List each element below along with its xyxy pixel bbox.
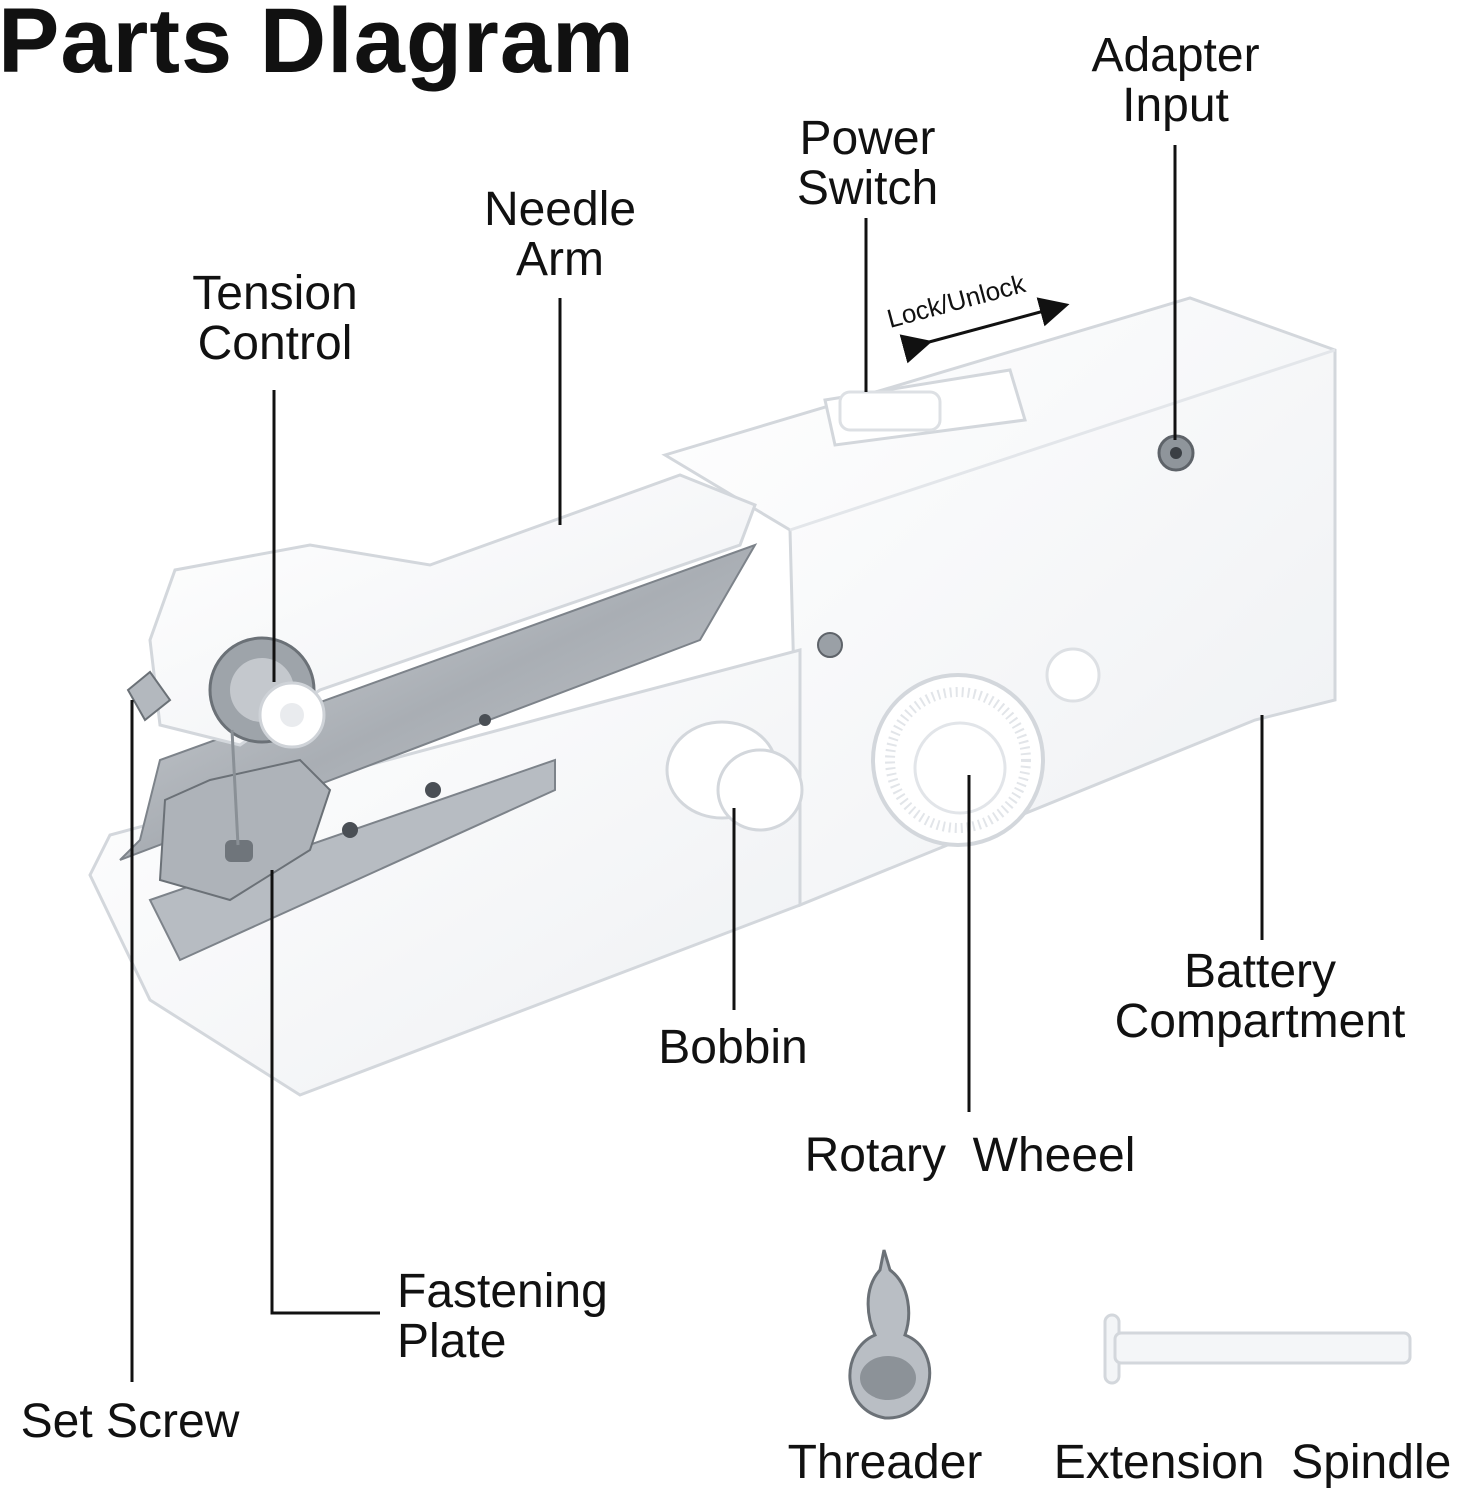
- presser-foot: [158, 729, 332, 902]
- adapter-socket: [1157, 434, 1195, 472]
- extension-spindle: [1103, 1313, 1412, 1385]
- power-switch: [823, 368, 1027, 447]
- bobbin: [665, 720, 804, 832]
- diagram-title: Parts Dlagram: [0, 0, 635, 92]
- rotary-wheel: [871, 647, 1101, 847]
- lock-unlock-label: Lock/Unlock: [884, 268, 1030, 334]
- lock-unlock-arrow: [899, 297, 1070, 364]
- label-set-screw: Set Screw: [20, 1395, 240, 1448]
- label-extension-spindle: Extension Spindle: [1053, 1436, 1452, 1489]
- set-screw: [126, 670, 172, 722]
- label-bobbin: Bobbin: [658, 1021, 808, 1074]
- threader: [848, 1249, 932, 1420]
- label-rotary-wheel: Rotary Wheeel: [804, 1129, 1136, 1182]
- body-screw: [817, 632, 843, 658]
- tension-knob: [208, 636, 326, 749]
- label-threader: Threader: [787, 1436, 983, 1489]
- leader-lines: [130, 145, 1264, 1382]
